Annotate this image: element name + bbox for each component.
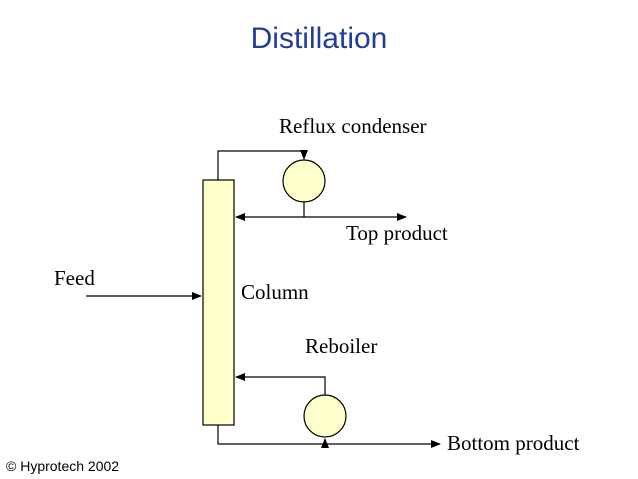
reflux-condenser-label: Reflux condenser <box>279 114 427 138</box>
reboiler-vessel <box>303 394 347 438</box>
column-label: Column <box>241 280 309 304</box>
bottom-product-label: Bottom product <box>447 431 580 455</box>
column-vessel <box>202 179 235 426</box>
reboiler-label: Reboiler <box>305 334 377 358</box>
diagram-title: Distillation <box>250 22 388 55</box>
reboiler-return-arrow <box>235 373 326 395</box>
feed-label: Feed <box>54 266 95 290</box>
column-top-to-condenser-line <box>217 150 308 180</box>
copyright-notice: © Hyprotech 2002 <box>6 458 120 474</box>
bottom-product-arrow <box>217 425 441 448</box>
top-product-label: Top product <box>346 221 448 245</box>
reflux-condenser-vessel <box>282 159 326 203</box>
